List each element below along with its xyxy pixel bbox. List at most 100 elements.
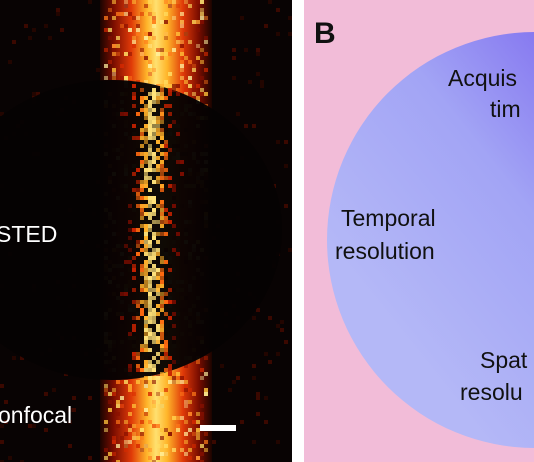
stripe-pixel	[176, 84, 180, 88]
stripe-pixel	[180, 64, 184, 68]
sted-pixel	[144, 236, 148, 240]
stripe-pixel	[104, 76, 108, 80]
sted-pixel	[148, 284, 152, 288]
stripe-pixel	[132, 436, 136, 440]
stripe-pixel	[184, 404, 188, 408]
stripe-pixel	[172, 380, 176, 384]
stripe-pixel	[116, 12, 120, 16]
stripe-pixel	[196, 428, 200, 432]
sted-pixel	[148, 336, 152, 340]
sted-pixel	[160, 172, 164, 176]
sted-pixel	[136, 168, 140, 172]
sted-pixel	[132, 228, 136, 232]
sted-pixel	[164, 152, 168, 156]
sted-pixel	[120, 316, 124, 320]
sted-pixel	[144, 184, 148, 188]
sted-pixel	[140, 344, 144, 348]
sted-pixel	[152, 168, 156, 172]
sted-pixel	[156, 240, 160, 244]
stripe-pixel	[124, 444, 128, 448]
sted-pixel	[164, 176, 168, 180]
noise-pixel	[260, 80, 264, 84]
sted-pixel	[148, 148, 152, 152]
sted-pixel	[140, 208, 144, 212]
stripe-pixel	[148, 456, 152, 460]
stripe-pixel	[112, 460, 116, 462]
sted-pixel	[152, 356, 156, 360]
sted-pixel	[136, 364, 140, 368]
sted-pixel	[136, 316, 140, 320]
noise-pixel	[276, 140, 280, 144]
sted-pixel	[140, 128, 144, 132]
stripe-pixel	[168, 432, 172, 436]
stripe-pixel	[176, 4, 180, 8]
sted-pixel	[152, 252, 156, 256]
noise-pixel	[68, 444, 72, 448]
stripe-pixel	[156, 52, 160, 56]
sted-pixel	[152, 156, 156, 160]
sted-pixel	[132, 172, 136, 176]
stripe-pixel	[184, 88, 188, 92]
sted-pixel	[144, 108, 148, 112]
stripe-pixel	[120, 64, 124, 68]
noise-pixel	[256, 308, 260, 312]
stripe-pixel	[200, 12, 204, 16]
noise-pixel	[276, 8, 280, 12]
noise-pixel	[276, 352, 280, 356]
stripe-pixel	[112, 436, 116, 440]
noise-pixel	[240, 420, 244, 424]
noise-pixel	[44, 392, 48, 396]
sted-pixel	[160, 260, 164, 264]
stripe-pixel	[176, 380, 180, 384]
sted-pixel	[160, 144, 164, 148]
stripe-pixel	[132, 424, 136, 428]
sted-pixel	[156, 124, 160, 128]
stripe-pixel	[144, 32, 148, 36]
stripe-pixel	[128, 12, 132, 16]
stripe-pixel	[196, 436, 200, 440]
sted-pixel	[144, 360, 148, 364]
stripe-pixel	[168, 4, 172, 8]
stripe-pixel	[172, 416, 176, 420]
sted-pixel	[164, 352, 168, 356]
sted-pixel	[180, 172, 184, 176]
stripe-pixel	[116, 460, 120, 462]
sted-pixel	[156, 328, 160, 332]
sted-pixel	[148, 200, 152, 204]
sted-pixel	[152, 232, 156, 236]
stripe-pixel	[180, 52, 184, 56]
sted-pixel	[168, 124, 172, 128]
sted-pixel	[172, 360, 176, 364]
stripe-pixel	[136, 16, 140, 20]
sted-pixel	[136, 240, 140, 244]
sted-pixel	[144, 136, 148, 140]
noise-pixel	[256, 412, 260, 416]
sted-pixel	[152, 256, 156, 260]
stripe-pixel	[148, 72, 152, 76]
stripe-pixel	[156, 456, 160, 460]
sted-pixel	[148, 304, 152, 308]
sted-pixel	[148, 292, 152, 296]
sted-pixel	[140, 248, 144, 252]
stripe-pixel	[116, 400, 120, 404]
sted-pixel	[144, 344, 148, 348]
sted-pixel	[140, 100, 144, 104]
noise-pixel	[264, 396, 268, 400]
sted-pixel	[148, 168, 152, 172]
noise-pixel	[72, 408, 76, 412]
sted-pixel	[156, 220, 160, 224]
stripe-pixel	[108, 452, 112, 456]
sted-pixel	[144, 332, 148, 336]
stripe-pixel	[108, 28, 112, 32]
noise-pixel	[288, 16, 292, 20]
stripe-pixel	[152, 20, 156, 24]
sted-pixel	[132, 276, 136, 280]
sted-pixel	[164, 292, 168, 296]
noise-pixel	[260, 84, 264, 88]
sted-pixel	[148, 308, 152, 312]
stripe-pixel	[128, 388, 132, 392]
noise-pixel	[52, 388, 56, 392]
stripe-pixel	[164, 84, 168, 88]
sted-pixel	[160, 296, 164, 300]
sted-pixel	[152, 268, 156, 272]
